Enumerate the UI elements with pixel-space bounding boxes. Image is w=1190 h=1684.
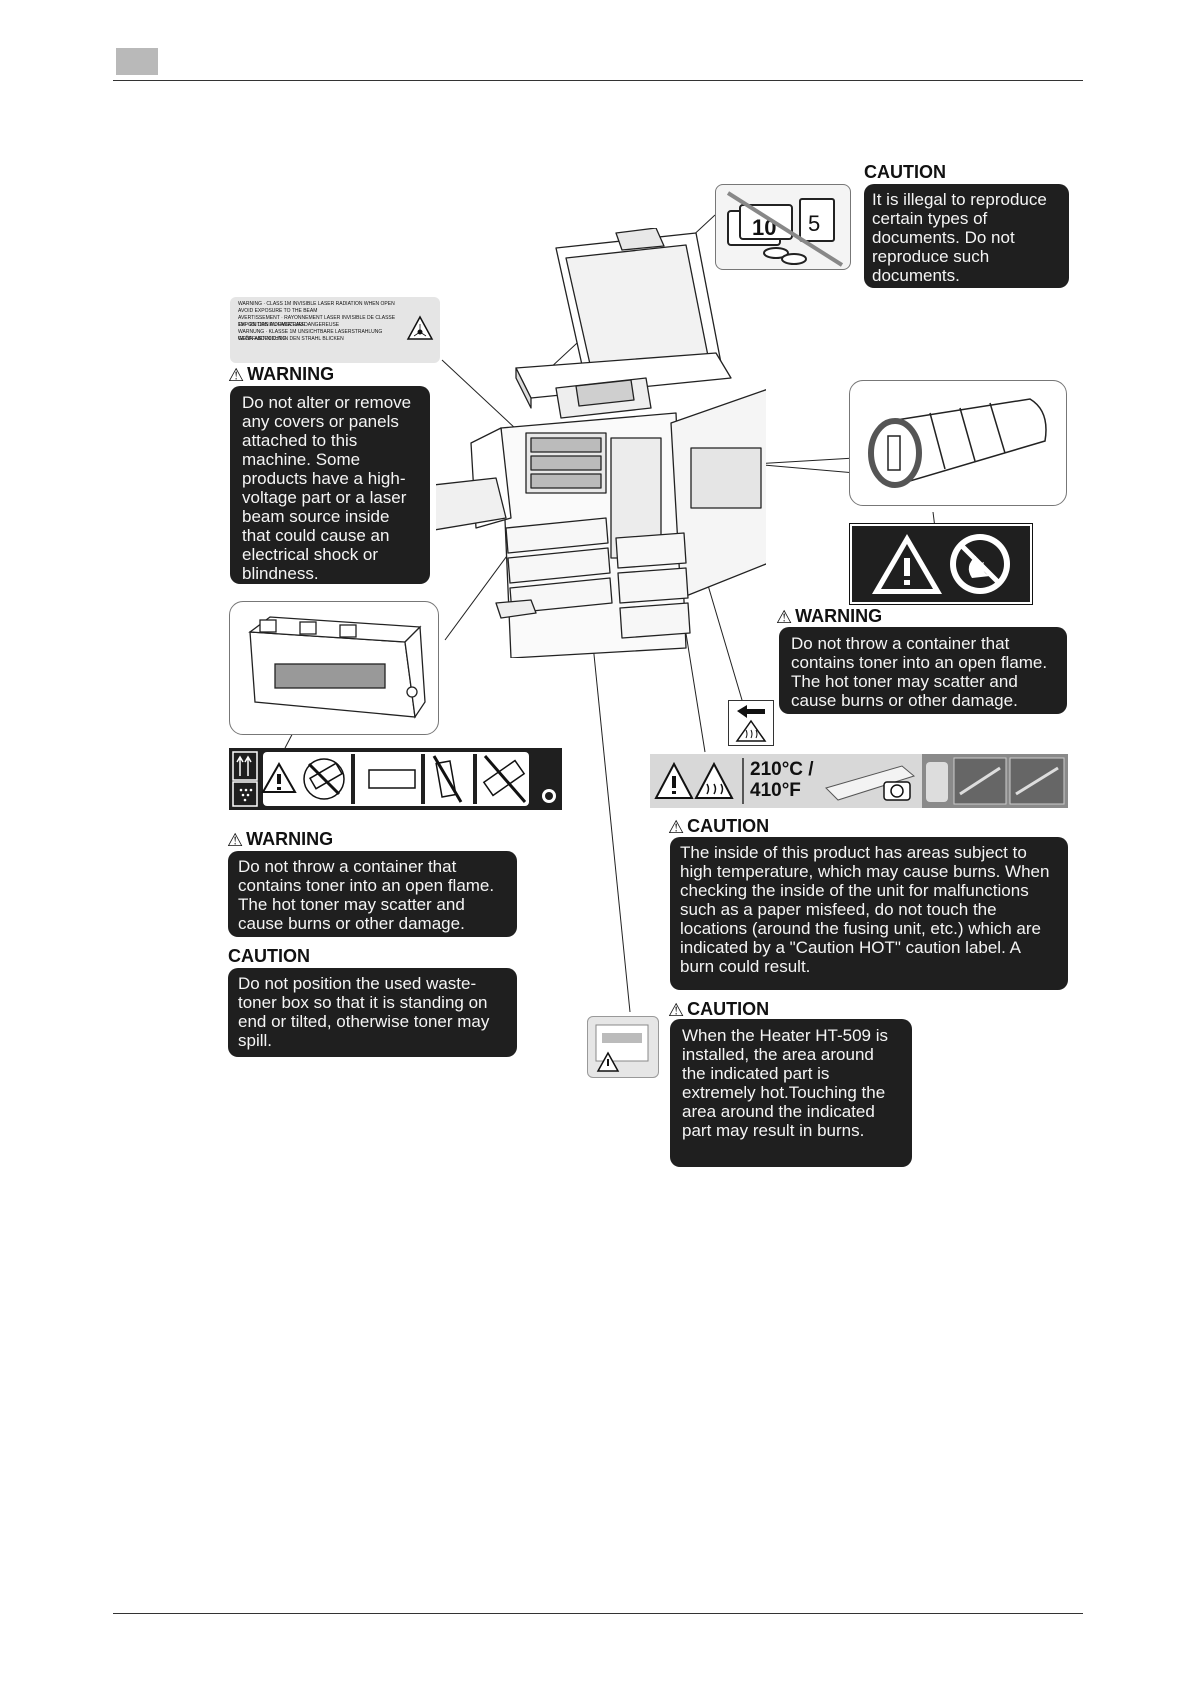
laser-label-line-3: AVERTISSEMENT · RAYONNEMENT LASER INVISI… bbox=[238, 315, 396, 328]
caution-waste-toner-text: Do not position the used waste-toner box… bbox=[228, 968, 517, 1057]
warning-triangle-icon: ⚠ bbox=[228, 364, 245, 385]
banknote-stamp-icon: 10 5 bbox=[726, 191, 844, 267]
warning-triangle-icon: ⚠ bbox=[668, 816, 685, 837]
warning-triangle-icon: ⚠ bbox=[227, 829, 244, 850]
money-documents-pictogram: 10 5 bbox=[715, 184, 851, 270]
warning-triangle-icon bbox=[872, 534, 942, 594]
copier-illustration bbox=[436, 228, 766, 658]
laser-label-line-5: WARNUNG · KLASSE 1M UNSICHTBARE LASERSTR… bbox=[238, 329, 383, 342]
strip-divider bbox=[742, 758, 744, 804]
warning-triangle-icon: ⚠ bbox=[776, 606, 793, 627]
waste-toner-box-icon bbox=[248, 616, 426, 719]
header-rule bbox=[113, 80, 1083, 81]
laser-icon bbox=[406, 315, 434, 340]
caution-documents-heading: CAUTION bbox=[864, 162, 946, 182]
toner-bottle-icon bbox=[868, 398, 1047, 488]
warning-toner-left-heading: ⚠WARNING bbox=[227, 829, 334, 850]
warning-covers-text: Do not alter or remove any covers or pan… bbox=[230, 386, 430, 584]
hot-arrow-label bbox=[728, 700, 774, 746]
page-number-box bbox=[116, 48, 158, 75]
hot-surface-icon bbox=[735, 705, 767, 742]
caution-hot-label-strip: 210°C / 410°F bbox=[650, 754, 1068, 808]
laser-label-line-1: WARNING · CLASS 1M INVISIBLE LASER RADIA… bbox=[238, 301, 395, 307]
warning-triangle-icon bbox=[654, 761, 694, 799]
footer-rule bbox=[113, 1613, 1083, 1614]
no-fire-sticker bbox=[849, 523, 1033, 605]
warning-toner-left-text: Do not throw a container that contains t… bbox=[228, 851, 517, 937]
this-side-up-icon bbox=[232, 751, 258, 807]
caution-documents-text: It is illegal to reproduce certain types… bbox=[864, 184, 1069, 288]
caution-hot-heading: ⚠CAUTION bbox=[668, 816, 770, 837]
warning-toner-right-heading: ⚠WARNING bbox=[776, 606, 883, 627]
no-fire-icon bbox=[950, 534, 1010, 594]
caution-waste-toner-heading: CAUTION bbox=[228, 946, 310, 966]
heater-label-picture bbox=[587, 1016, 659, 1078]
warning-triangle-icon: ⚠ bbox=[668, 999, 685, 1020]
hot-surface-icon bbox=[694, 761, 734, 799]
laser-warning-label: WARNING · CLASS 1M INVISIBLE LASER RADIA… bbox=[230, 297, 440, 363]
waste-toner-pictogram-strip bbox=[229, 748, 562, 810]
svg-text:10: 10 bbox=[752, 215, 776, 240]
warning-toner-right-text: Do not throw a container that contains t… bbox=[779, 627, 1067, 714]
laser-label-line-2: AVOID EXPOSURE TO THE BEAM bbox=[238, 308, 318, 314]
warning-triangle-icon bbox=[596, 1051, 620, 1072]
warning-covers-heading: ⚠WARNING bbox=[228, 364, 335, 385]
waste-toner-box-picture bbox=[229, 601, 439, 735]
laser-label-line-6: GEÖFFNET NICHT IN DEN STRAHL BLICKEN bbox=[238, 336, 344, 342]
caution-hot-text: The inside of this product has areas sub… bbox=[670, 837, 1068, 990]
temperature-celsius: 210°C / bbox=[750, 759, 814, 780]
caution-heater-heading: ⚠CAUTION bbox=[668, 999, 770, 1020]
svg-text:5: 5 bbox=[808, 211, 820, 236]
fusing-unit-icon bbox=[825, 765, 916, 801]
fusing-steps-pictures bbox=[922, 754, 1068, 808]
temperature-fahrenheit: 410°F bbox=[750, 780, 801, 801]
toner-bottle-picture bbox=[849, 380, 1067, 506]
caution-heater-text: When the Heater HT-509 is installed, the… bbox=[670, 1019, 912, 1167]
warning-triangle-icon bbox=[261, 761, 297, 793]
laser-label-line-4: EXPOSITION AU FAISCEAU DANGEREUSE bbox=[238, 322, 340, 328]
